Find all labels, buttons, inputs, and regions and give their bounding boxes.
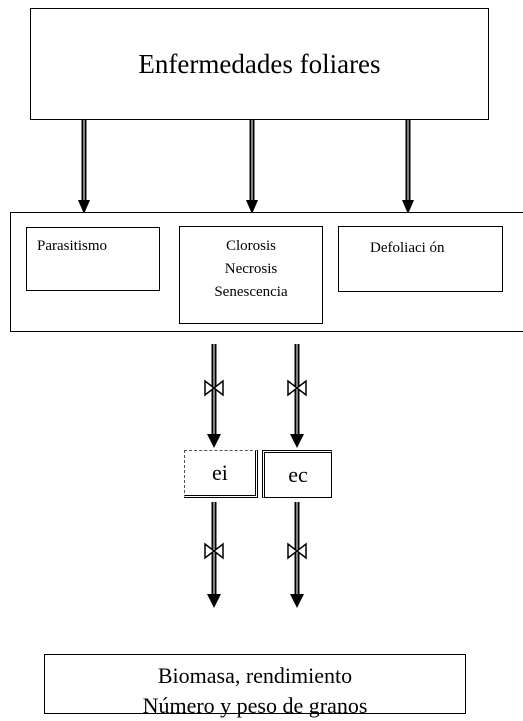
defoliacion-box: Defoliaci ón	[338, 226, 503, 292]
arrow-to-parasitismo	[78, 118, 90, 214]
enfermedades-foliares-label: Enfermedades foliares	[138, 48, 381, 79]
parasitismo-box: Parasitismo	[26, 227, 160, 291]
valve-icon	[204, 542, 224, 560]
clorosis-box: Clorosis Necrosis Senescencia	[179, 226, 323, 324]
clorosis-label: Clorosis	[225, 238, 276, 254]
biomasa-box: Biomasa, rendimiento Número y peso de gr…	[44, 654, 466, 718]
senescencia-label: Senescencia	[214, 284, 288, 300]
enfermedades-foliares-box: Enfermedades foliares	[30, 8, 489, 120]
ei-box: ei	[184, 450, 258, 498]
arrow-to-defoliacion	[402, 118, 414, 214]
arrow-to-ei	[207, 344, 221, 448]
ec-label: ec	[288, 462, 308, 487]
parasitismo-label: Parasitismo	[37, 238, 107, 254]
ec-box: ec	[262, 450, 332, 498]
ei-label: ei	[212, 460, 228, 485]
necrosis-label: Necrosis	[224, 261, 278, 277]
biomasa-label: Biomasa, rendimiento	[157, 663, 353, 688]
defoliacion-label: Defoliaci ón	[370, 240, 445, 256]
valve-icon	[204, 379, 224, 397]
valve-icon	[287, 379, 307, 397]
arrow-to-ec	[290, 344, 304, 448]
arrow-to-clorosis	[246, 118, 258, 214]
arrows-layer	[78, 118, 414, 608]
valve-icon	[287, 542, 307, 560]
